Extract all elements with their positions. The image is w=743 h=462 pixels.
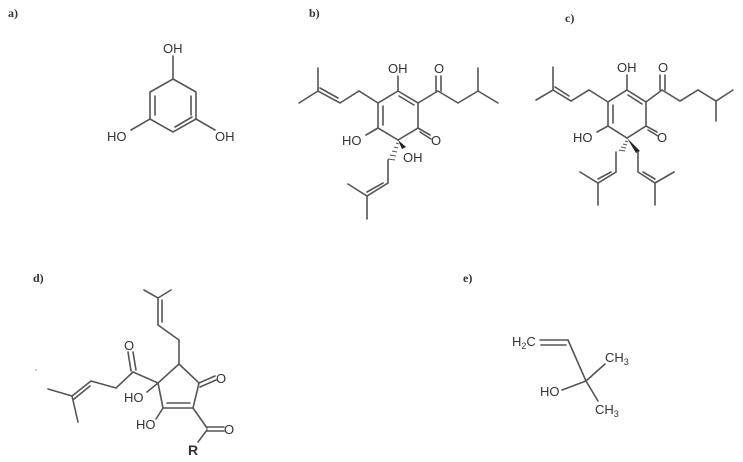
panel-label-b: b)	[309, 6, 320, 20]
panel-label-c: c)	[565, 11, 575, 25]
b-o-acyl: O	[434, 61, 444, 76]
panel-label-e: e)	[463, 271, 473, 285]
b-oh-top: OH	[388, 61, 408, 76]
a-oh-top: OH	[163, 41, 183, 56]
d-r-group: R	[188, 442, 198, 458]
c-o-acyl: O	[658, 60, 668, 75]
d-o-acyl2: O	[224, 422, 234, 437]
a-oh-right: OH	[215, 129, 235, 144]
a-ho-left: HO	[107, 129, 127, 144]
panel-label-a: a)	[8, 6, 18, 20]
e-ch3-top: CH3	[605, 350, 629, 367]
c-oh-top: OH	[617, 60, 637, 75]
stray-dot	[35, 369, 37, 371]
b-ho-left: HO	[342, 133, 362, 148]
e-ch3-bottom: CH3	[595, 402, 619, 419]
d-o-acyl: O	[124, 338, 134, 353]
b-oh-bottom: OH	[403, 150, 423, 165]
structure-e: H2C CH3 HO CH3	[512, 334, 629, 419]
structure-a: OH HO OH	[107, 41, 235, 144]
d-ho2: HO	[136, 417, 156, 432]
b-o-ketone: O	[431, 133, 441, 148]
c-o-ketone: O	[657, 130, 667, 145]
panel-label-d: d)	[33, 271, 44, 285]
structure-d: O O HO HO O R	[35, 289, 234, 458]
structure-b: OH O O HO OH	[298, 61, 499, 220]
e-ho: HO	[540, 384, 560, 399]
d-ho1: HO	[124, 390, 144, 405]
d-o-ketone: O	[216, 371, 226, 386]
structure-c: OH O O HO	[535, 60, 734, 206]
c-ho-left: HO	[573, 130, 593, 145]
e-h2c: H2C	[512, 334, 536, 351]
